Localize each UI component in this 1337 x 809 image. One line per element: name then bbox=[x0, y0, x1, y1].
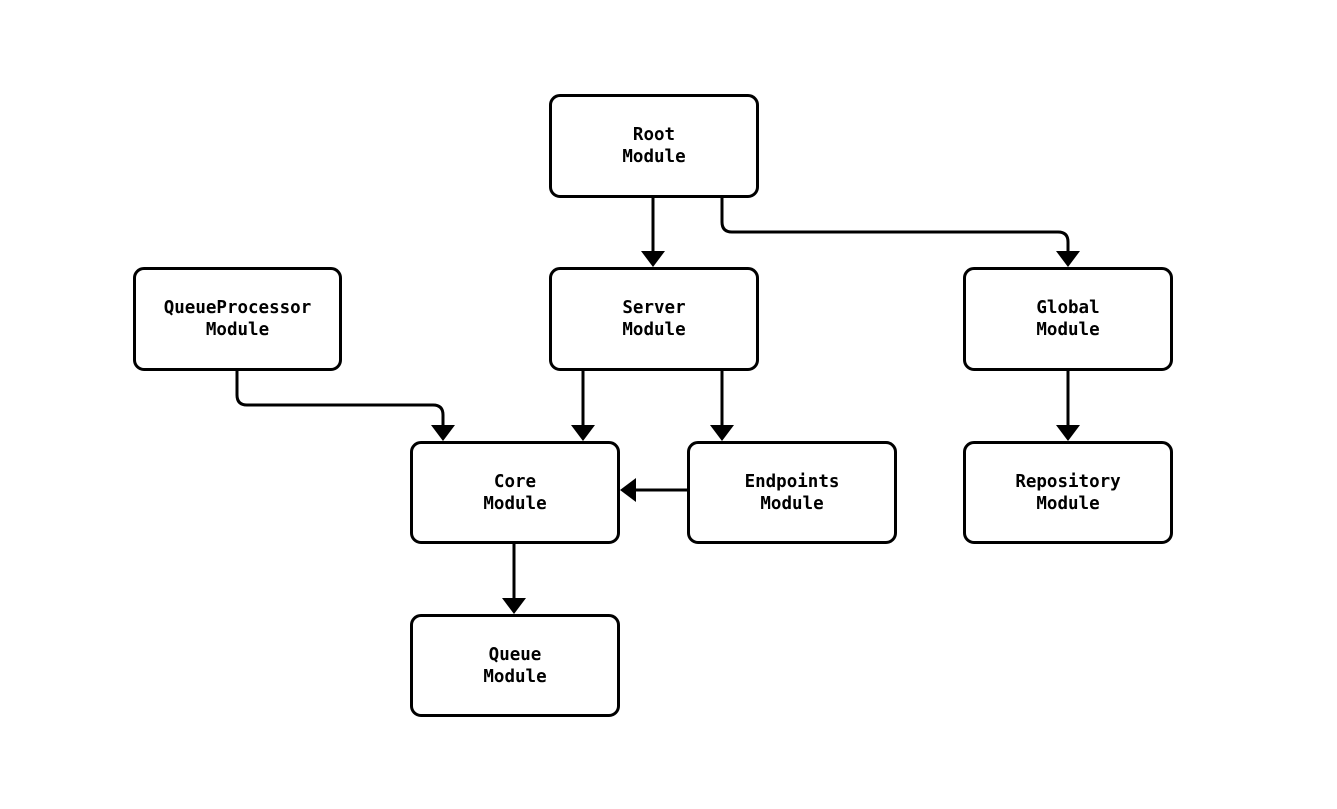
edge-root-to-server bbox=[641, 198, 665, 267]
edge-root-to-global bbox=[720, 198, 1080, 267]
node-subtitle: Module bbox=[1036, 493, 1100, 514]
edge-core-to-queue bbox=[502, 544, 526, 614]
node-title: Server bbox=[622, 298, 686, 318]
node-subtitle: Module bbox=[483, 493, 547, 514]
node-title: Queue bbox=[488, 644, 542, 665]
node-title: QueueProcessor bbox=[163, 298, 312, 318]
arrowhead bbox=[1056, 425, 1080, 441]
edge-server-to-endpoints bbox=[710, 371, 734, 441]
node-subtitle: Module bbox=[760, 493, 824, 514]
arrowhead bbox=[620, 478, 636, 502]
node-title: Repository bbox=[1015, 471, 1121, 492]
node-subtitle: Module bbox=[622, 320, 686, 340]
node-title: Global bbox=[1036, 298, 1100, 318]
arrowhead bbox=[431, 425, 455, 441]
edge-global-to-repository bbox=[1056, 371, 1080, 441]
arrowhead bbox=[571, 425, 595, 441]
edge-line bbox=[235, 371, 445, 427]
node-subtitle: Module bbox=[1036, 320, 1100, 340]
arrowhead bbox=[1056, 251, 1080, 267]
node-title: Root bbox=[632, 125, 676, 145]
arrowhead bbox=[710, 425, 734, 441]
edge-endpoints-to-core bbox=[620, 478, 687, 502]
arrowhead bbox=[641, 251, 665, 267]
node-subtitle: Module bbox=[622, 147, 686, 167]
node-title: Endpoints bbox=[744, 471, 840, 492]
arrowhead bbox=[502, 598, 526, 614]
edge-line bbox=[720, 198, 1070, 253]
edge-queueprocessor-to-core bbox=[235, 371, 455, 441]
node-subtitle: Module bbox=[483, 666, 547, 687]
node-title: Core bbox=[493, 471, 537, 492]
edge-server-to-core bbox=[571, 371, 595, 441]
node-subtitle: Module bbox=[205, 320, 270, 340]
